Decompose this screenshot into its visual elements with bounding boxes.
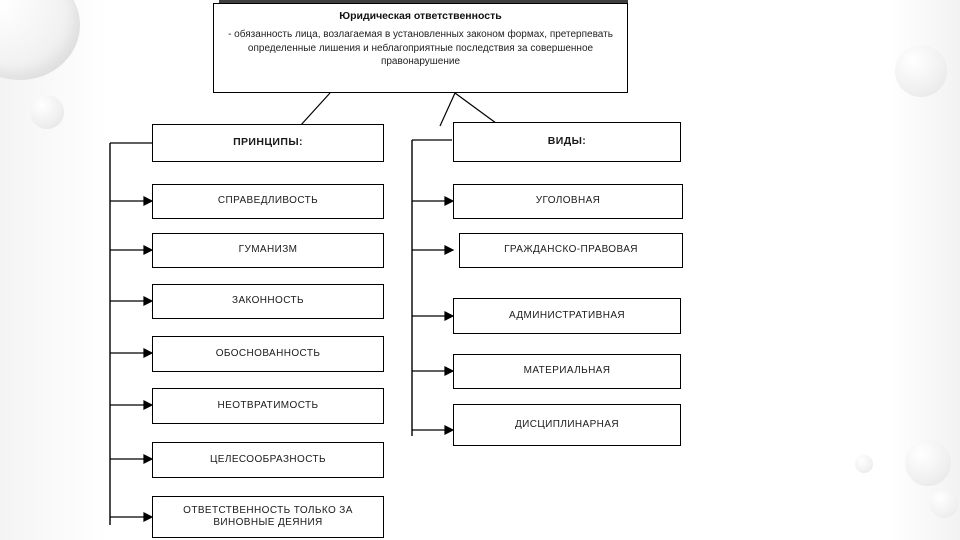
principle-item-1: СПРАВЕДЛИВОСТЬ xyxy=(152,184,384,219)
principle-item-5: НЕОТВРАТИМОСТЬ xyxy=(152,388,384,424)
type-item-2: ГРАЖДАНСКО-ПРАВОВАЯ xyxy=(459,233,683,268)
definition-box: Юридическая ответственность - обязанност… xyxy=(213,3,628,93)
principle-item-7: ОТВЕТСТВЕННОСТЬ ТОЛЬКО ЗА ВИНОВНЫЕ ДЕЯНИ… xyxy=(152,496,384,538)
diagram-definition: - обязанность лица, возлагаемая в устано… xyxy=(228,29,613,67)
diagram-title: Юридическая ответственность xyxy=(339,10,502,22)
principle-item-3: ЗАКОННОСТЬ xyxy=(152,284,384,319)
type-item-3: АДМИНИСТРАТИВНАЯ xyxy=(453,298,681,334)
page-left-shading xyxy=(0,0,110,540)
type-item-4: МАТЕРИАЛЬНАЯ xyxy=(453,354,681,389)
column-heading-principles: ПРИНЦИПЫ: xyxy=(152,124,384,162)
principle-item-4: ОБОСНОВАННОСТЬ xyxy=(152,336,384,372)
principle-item-6: ЦЕЛЕСООБРАЗНОСТЬ xyxy=(152,442,384,478)
type-item-1: УГОЛОВНАЯ xyxy=(453,184,683,219)
column-heading-types: ВИДЫ: xyxy=(453,122,681,162)
type-item-5: ДИСЦИПЛИНАРНАЯ xyxy=(453,404,681,446)
principle-item-2: ГУМАНИЗМ xyxy=(152,233,384,268)
